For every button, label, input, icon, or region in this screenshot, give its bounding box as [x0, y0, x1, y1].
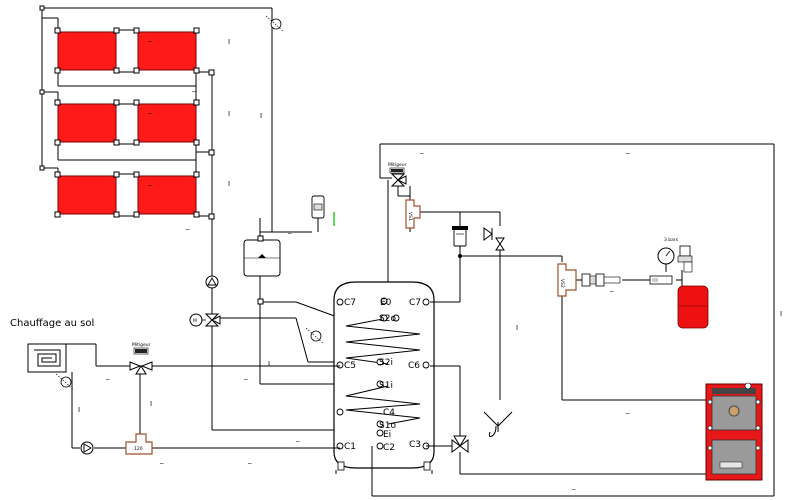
svg-text:_: _	[625, 406, 630, 414]
port-label-ei: Ei	[383, 430, 391, 440]
port-label-s1i: S1i	[379, 381, 393, 391]
three-way-valve-icon	[451, 435, 469, 453]
drain-funnel-icon	[483, 411, 513, 437]
boiler-pipes	[371, 270, 774, 497]
valve-assembly-icon	[581, 273, 673, 287]
svg-text:_: _	[147, 178, 152, 186]
three-way-valve-icon: M	[189, 313, 221, 327]
port-label-c4: C4	[383, 408, 395, 418]
top-mixing-valve: Mitigeur	[388, 162, 407, 187]
storage-tank	[333, 281, 435, 474]
solar-panel	[57, 103, 117, 143]
svg-text:_: _	[147, 34, 152, 42]
svg-text:_: _	[185, 222, 190, 230]
svg-text:I: I	[780, 310, 782, 318]
port-label-c3: C3	[409, 440, 421, 450]
svg-text:I: I	[228, 110, 230, 118]
thermometer-icon	[265, 15, 285, 33]
expansion-vessel	[243, 235, 281, 305]
port-label-s1o: S1o	[379, 421, 396, 431]
port-label-c6: C6	[408, 361, 420, 371]
thermometer-icon	[305, 327, 325, 345]
svg-text:I: I	[228, 38, 230, 46]
filter-icon	[452, 226, 468, 258]
svg-text:_: _	[191, 84, 196, 92]
svg-text:VS1: VS1	[407, 212, 413, 221]
pressure-gauge-icon: 3 bars	[657, 237, 693, 273]
floor-mixing-valve: Mitigeur	[129, 342, 153, 375]
svg-text:I: I	[260, 112, 262, 120]
port-label-s2i: S2i	[379, 358, 393, 368]
check-valve-icon	[483, 227, 505, 251]
brown-fitting-icon: VS1	[405, 199, 421, 229]
solar-panel	[57, 175, 117, 215]
svg-text:_: _	[247, 456, 252, 464]
port-label-c5: C5	[344, 361, 356, 371]
solar-panel	[137, 103, 197, 143]
mitigeur-top-label: Mitigeur	[388, 162, 407, 168]
pressure-label: 3 bars	[664, 237, 679, 243]
svg-text:I: I	[268, 360, 270, 368]
svg-text:I: I	[516, 324, 518, 332]
port-label-c7-right: C7	[409, 298, 421, 308]
svg-text:_: _	[287, 226, 292, 234]
solar-panel	[137, 175, 197, 215]
svg-text:_: _	[625, 146, 630, 154]
svg-text:_: _	[419, 146, 424, 154]
svg-text:_: _	[147, 106, 152, 114]
svg-text:_: _	[105, 372, 110, 380]
floor-pump-icon	[80, 441, 94, 455]
solar-panel	[57, 31, 117, 71]
tank-ports: C7 E0 C7 S2o C5 S2i C6 S1i C4 S1o Ei C1 …	[336, 297, 430, 453]
thermometer-icon	[55, 373, 75, 391]
solar-panel	[137, 31, 197, 71]
port-label-s2o: S2o	[379, 314, 396, 324]
mitigeur-left-label: Mitigeur	[132, 342, 151, 348]
svg-text:_: _	[609, 284, 614, 292]
port-label-e0: E0	[380, 298, 392, 308]
boiler-expansion-vessel	[677, 285, 709, 329]
domestic-hot-water-pipes	[379, 143, 775, 496]
brown-fitting-icon: VS2	[557, 263, 577, 297]
floor-heating-coil-icon	[27, 343, 67, 373]
brown-fitting-icon: 120	[125, 433, 153, 455]
svg-text:VS2: VS2	[559, 279, 565, 288]
port-label-c7-left: C7	[344, 298, 356, 308]
boiler	[705, 382, 763, 481]
floor-heating-pipes	[66, 343, 340, 449]
svg-text:_: _	[571, 482, 576, 490]
port-label-c1: C1	[344, 442, 356, 452]
svg-text:_: _	[243, 372, 248, 380]
svg-text:I: I	[78, 406, 80, 414]
svg-text:I: I	[228, 180, 230, 188]
svg-text:M: M	[193, 318, 197, 324]
svg-text:_: _	[159, 456, 164, 464]
svg-text:I: I	[150, 400, 152, 408]
safety-valve-icon	[311, 195, 335, 232]
floor-heating-title: Chauffage au sol	[10, 318, 94, 329]
solar-collector-field	[39, 5, 273, 290]
svg-text:120: 120	[134, 446, 143, 452]
pipe-markers: _ I I I _ _ _ _ I I _ _ _ _ _ _ I I I _ …	[78, 34, 782, 490]
svg-text:_: _	[295, 434, 300, 442]
solar-pump-icon	[205, 275, 219, 289]
port-label-c2: C2	[383, 443, 395, 453]
